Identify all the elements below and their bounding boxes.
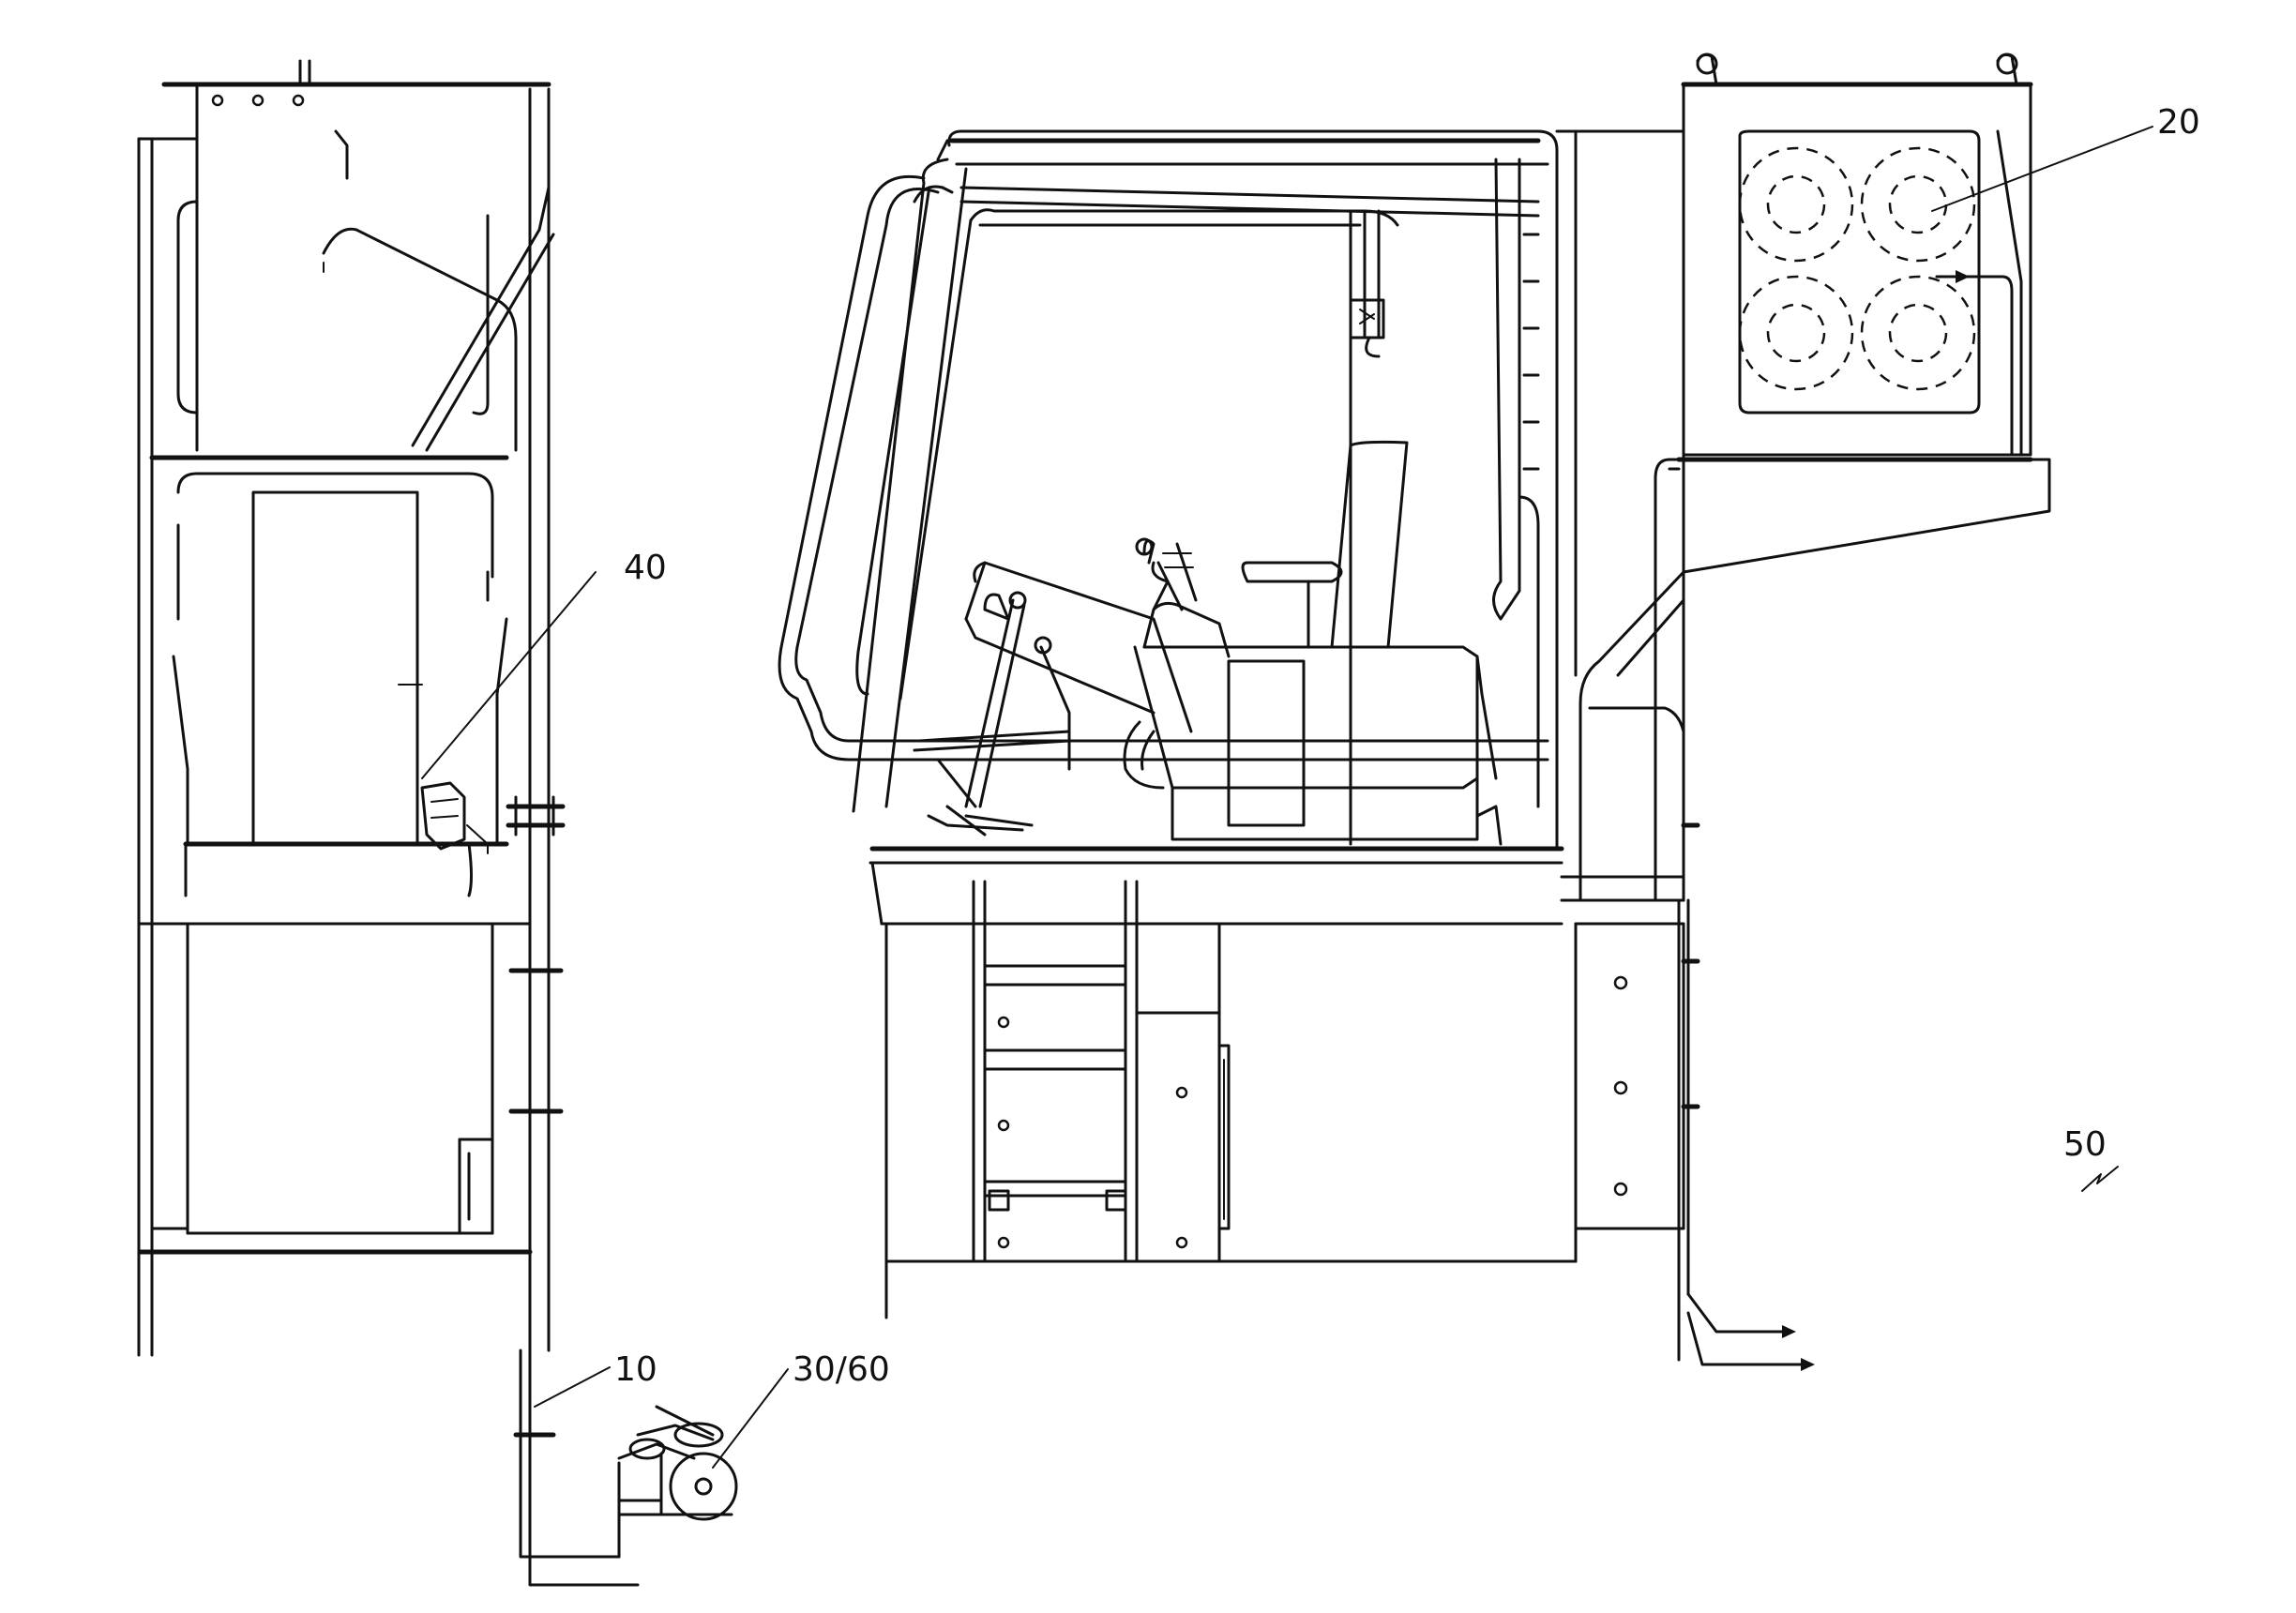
ref-numeral-20: 20: [2157, 103, 2200, 142]
ref-numeral-50: 50: [2063, 1125, 2107, 1164]
ref-numeral-10: 10: [614, 1350, 657, 1389]
cab-side-view: [778, 129, 1578, 1319]
left-rear-view: [137, 59, 640, 1587]
leader-lines: [421, 126, 2153, 1469]
ref-numeral-30-60: 30/60: [793, 1350, 890, 1389]
tower-and-filter-box: [1555, 53, 2051, 1371]
pump-motor-assembly: [617, 1405, 738, 1521]
ref-numeral-40: 40: [624, 549, 667, 587]
